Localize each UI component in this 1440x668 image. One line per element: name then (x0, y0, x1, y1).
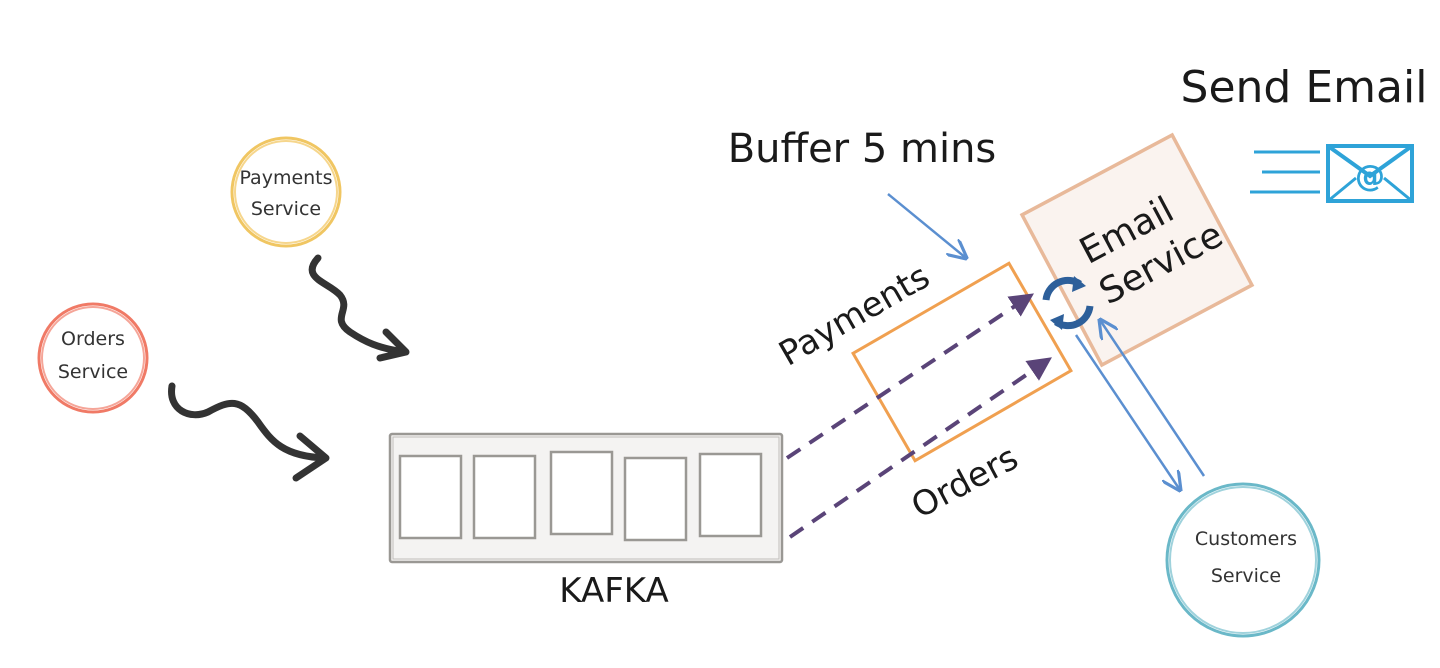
payments-to-kafka-arrow (308, 254, 410, 362)
customers-service-line1: Customers (1195, 528, 1297, 550)
email-to-customers-arrow (1074, 334, 1180, 490)
at-symbol: @ (1355, 159, 1385, 194)
payments-stream-arrow (785, 293, 1034, 460)
payments-service-line2: Service (251, 198, 321, 220)
customers-service-node: Customers Service (1165, 482, 1321, 638)
kafka-partition (623, 456, 688, 542)
email-service-node: Email Service (1019, 132, 1255, 368)
kafka-partition (549, 450, 614, 536)
kafka-partition (472, 454, 537, 540)
buffer-label: Buffer 5 mins (728, 126, 997, 172)
kafka-partition (698, 452, 763, 538)
buffer-pointer-arrow (887, 193, 966, 258)
envelope-at-icon: @ (1250, 144, 1414, 203)
send-email-label: Send Email (1181, 62, 1428, 113)
kafka-label: KAFKA (559, 571, 668, 611)
orders-service-line1: Orders (61, 328, 125, 350)
refresh-cycle-icon (1042, 276, 1094, 330)
orders-stream-label: Orders (905, 438, 1025, 527)
orders-service-line2: Service (58, 361, 128, 383)
orders-service-node: Orders Service (37, 302, 149, 414)
customers-to-email-arrow (1100, 320, 1206, 477)
kafka-partition (398, 454, 463, 540)
payments-service-node: Payments Service (230, 136, 342, 248)
kafka-topic-log: KAFKA (388, 432, 784, 611)
buffer-window-box (851, 261, 1073, 463)
customers-service-line2: Service (1211, 565, 1281, 587)
orders-to-kafka-arrow (168, 382, 330, 482)
payments-service-line1: Payments (239, 167, 332, 189)
